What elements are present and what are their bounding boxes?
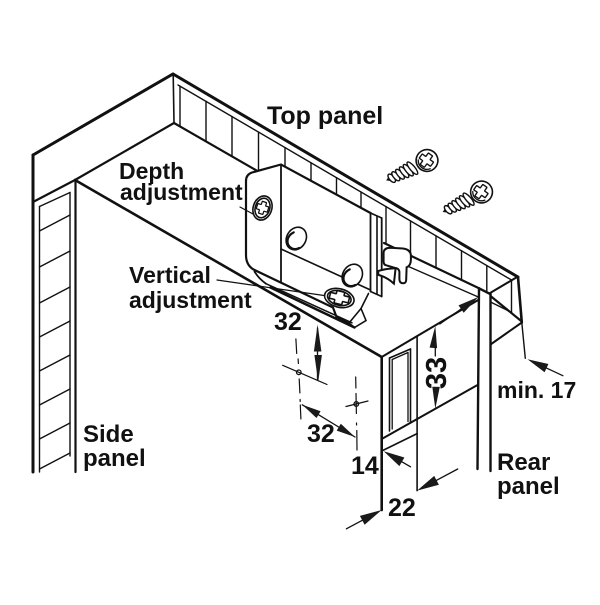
svg-text:22: 22 (388, 494, 416, 522)
svg-text:panel: panel (497, 473, 560, 500)
svg-text:adjustment: adjustment (120, 179, 243, 205)
svg-text:33: 33 (421, 357, 453, 389)
svg-text:32: 32 (307, 420, 335, 448)
svg-text:adjustment: adjustment (129, 287, 252, 313)
svg-text:32: 32 (274, 308, 302, 336)
svg-text:Depth: Depth (119, 158, 184, 184)
svg-text:min. 17: min. 17 (497, 377, 576, 403)
svg-text:Rear: Rear (497, 449, 550, 476)
svg-text:panel: panel (83, 445, 146, 472)
svg-text:Top panel: Top panel (267, 102, 383, 130)
svg-text:14: 14 (351, 452, 379, 480)
svg-text:Vertical: Vertical (129, 262, 211, 288)
svg-text:Side: Side (83, 421, 134, 448)
